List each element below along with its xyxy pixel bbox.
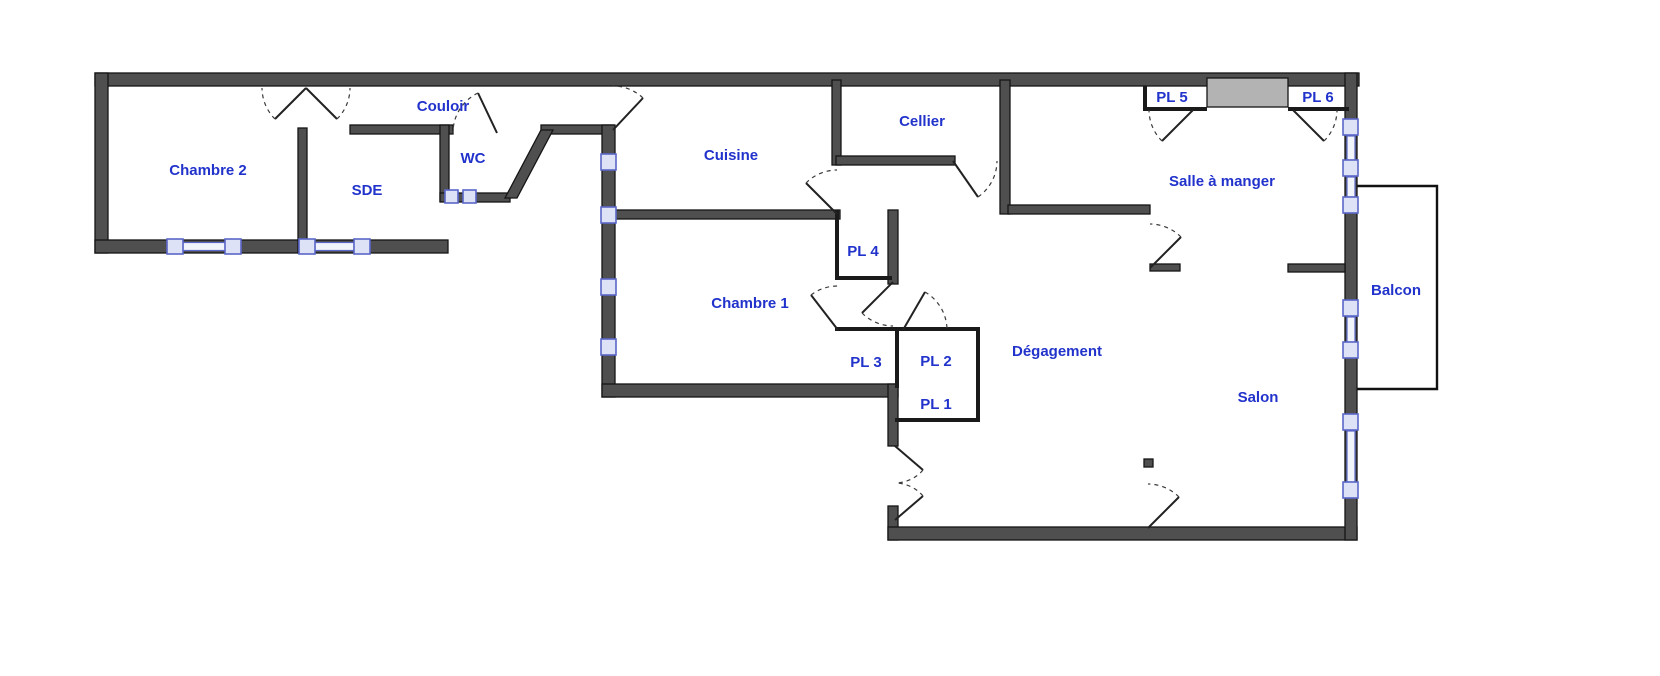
- door-icon: [894, 445, 924, 484]
- room-label-degagement: Dégagement: [1012, 343, 1102, 360]
- partition: [835, 327, 980, 331]
- room-label-pl2: PL 2: [920, 353, 951, 370]
- window-icon: [224, 238, 242, 255]
- wall-segment: [349, 124, 454, 135]
- door-icon: [612, 85, 644, 131]
- door-icon: [902, 291, 948, 331]
- window-glazing: [1346, 430, 1356, 483]
- window-icon: [600, 153, 617, 171]
- windows: [166, 118, 1359, 499]
- window-glazing: [1346, 316, 1356, 343]
- room-label-pl6: PL 6: [1302, 89, 1333, 106]
- window-icon: [600, 338, 617, 356]
- wall-segment: [887, 383, 899, 447]
- window-icon: [1342, 413, 1359, 431]
- partition: [895, 418, 980, 422]
- wall-segment: [601, 383, 899, 398]
- window-icon: [600, 206, 617, 224]
- wall-segment: [94, 72, 109, 254]
- room-label-pl5: PL 5: [1156, 89, 1187, 106]
- wall-segment: [831, 79, 842, 166]
- door-icon: [861, 281, 894, 327]
- room-label-cellier: Cellier: [899, 113, 945, 130]
- window-icon: [1342, 299, 1359, 317]
- window-glazing: [314, 241, 355, 252]
- door-icon: [894, 482, 924, 521]
- duct-box: [1206, 77, 1289, 108]
- room-label-balcon: Balcon: [1371, 282, 1421, 299]
- partition: [976, 327, 980, 422]
- window-glazing: [1346, 135, 1356, 161]
- door-icon: [1292, 109, 1338, 142]
- door-icon: [305, 87, 351, 120]
- doors: [261, 85, 1338, 529]
- room-label-pl4: PL 4: [847, 243, 879, 260]
- partition: [835, 276, 892, 280]
- wall-segment: [1149, 263, 1181, 272]
- partition: [835, 210, 839, 280]
- door-icon: [805, 169, 838, 215]
- room-label-cuisine: Cuisine: [704, 147, 758, 164]
- room-label-pl1: PL 1: [920, 396, 951, 413]
- room-label-salle-a-manger: Salle à manger: [1169, 173, 1275, 190]
- wall-segment: [1007, 204, 1151, 215]
- walls: [94, 72, 1360, 541]
- window-icon: [166, 238, 184, 255]
- wall-segment: [297, 127, 308, 254]
- window-icon: [353, 238, 371, 255]
- wall-segment: [1143, 458, 1154, 468]
- room-label-sde: SDE: [352, 182, 383, 199]
- wall-segment: [94, 239, 449, 254]
- room-label-couloir: Couloir: [417, 98, 470, 115]
- window-icon: [462, 189, 477, 204]
- window-icon: [1342, 159, 1359, 177]
- window-icon: [1342, 118, 1359, 136]
- wall-segment: [1287, 263, 1346, 273]
- window-glazing: [182, 241, 226, 252]
- window-icon: [600, 278, 617, 296]
- window-icon: [1342, 196, 1359, 214]
- door-icon: [1147, 483, 1180, 529]
- partition: [895, 327, 899, 388]
- closet-partitions: [835, 86, 1349, 422]
- wall-segment: [999, 79, 1011, 215]
- wall-segment: [607, 209, 841, 220]
- window-icon: [1342, 341, 1359, 359]
- door-icon: [810, 285, 839, 331]
- room-label-wc: WC: [461, 150, 486, 167]
- room-label-chambre-1: Chambre 1: [711, 295, 789, 312]
- door-icon: [261, 87, 307, 120]
- wall-segment: [94, 72, 1360, 87]
- wall-segment: [887, 526, 1358, 541]
- partition: [1143, 107, 1207, 111]
- wall-segment: [887, 209, 899, 285]
- wall-segment-diagonal: [503, 129, 555, 199]
- door-icon: [1148, 109, 1194, 142]
- room-label-pl3: PL 3: [850, 354, 881, 371]
- window-icon: [1342, 481, 1359, 499]
- window-icon: [444, 189, 459, 204]
- wall-segment: [835, 155, 956, 166]
- door-icon: [1149, 223, 1182, 269]
- door-icon: [452, 92, 498, 134]
- window-glazing: [1346, 176, 1356, 198]
- partition: [1143, 86, 1147, 110]
- partition: [1288, 107, 1349, 111]
- window-icon: [298, 238, 316, 255]
- room-label-chambre-2: Chambre 2: [169, 162, 247, 179]
- room-label-salon: Salon: [1238, 389, 1279, 406]
- balcony-outline: [1357, 184, 1439, 391]
- door-icon: [952, 160, 998, 198]
- room-labels: Chambre 2 SDE Couloir WC Cuisine Cellier…: [169, 89, 1421, 413]
